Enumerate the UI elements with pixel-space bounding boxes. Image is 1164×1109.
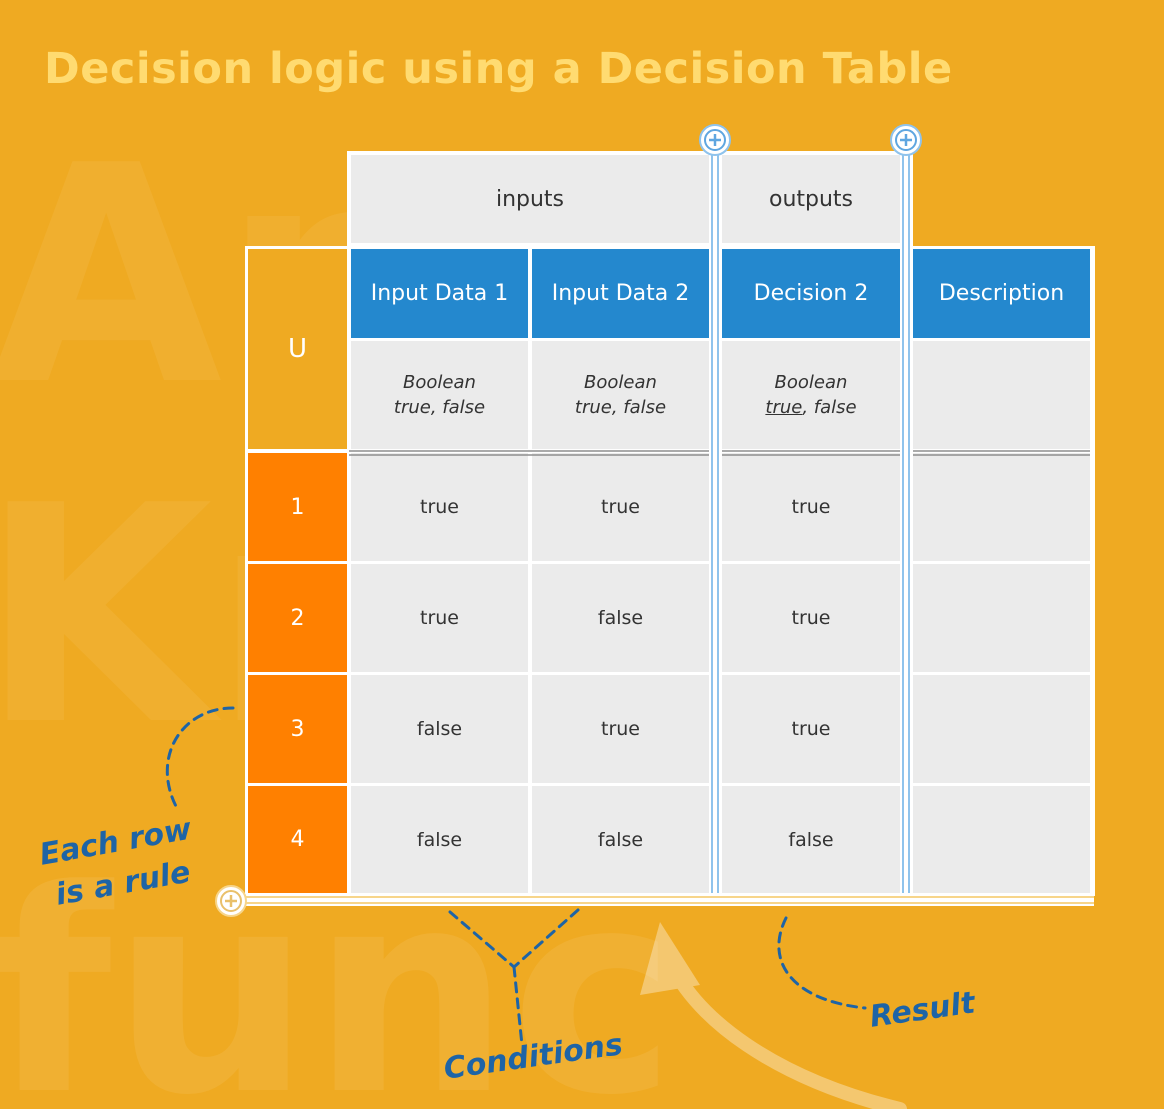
input-1-value: false (416, 718, 463, 740)
each-row-connector (165, 706, 235, 812)
output-value: true (791, 607, 831, 629)
input-2-cell[interactable]: true (532, 675, 709, 783)
output-value: true (791, 718, 831, 740)
rule-number-cell[interactable]: 1 (248, 453, 347, 561)
rule-append-line (232, 893, 1094, 906)
output-cell[interactable]: true (722, 453, 900, 561)
description-cell[interactable] (913, 564, 1090, 672)
input-1-cell[interactable]: false (351, 675, 528, 783)
type-values-rest: , false (802, 397, 857, 418)
input-output-divider (709, 150, 722, 895)
output-annotation-divider (900, 150, 913, 895)
outputs-group-header: outputs (722, 155, 900, 243)
input-2-value: true (601, 718, 640, 740)
add-rule-button[interactable] (215, 885, 247, 917)
input-2-value: true (601, 496, 640, 518)
rule-number: 3 (290, 716, 305, 742)
column-header-output[interactable]: Decision 2 (722, 249, 900, 338)
hit-policy-cell[interactable]: U (248, 249, 347, 449)
conditions-connector (448, 908, 580, 1047)
type-values: true, false (765, 395, 856, 420)
plus-icon (225, 895, 237, 907)
type-name: Boolean (774, 372, 848, 393)
type-name: Boolean (584, 372, 657, 393)
input-2-cell[interactable]: false (532, 564, 709, 672)
input-2-value: false (597, 607, 644, 629)
input-1-value: true (420, 496, 459, 518)
input-2-cell[interactable]: true (532, 453, 709, 561)
rule-number: 4 (290, 827, 305, 852)
output-cell[interactable]: true (722, 564, 900, 672)
description-cell[interactable] (913, 786, 1090, 893)
input-1-value: false (416, 828, 463, 851)
page-title: Decision logic using a Decision Table (44, 44, 953, 94)
rule-number-cell[interactable]: 2 (248, 564, 347, 672)
input-1-cell[interactable]: true (351, 453, 528, 561)
column-header-label: Input Data 2 (551, 281, 690, 306)
outputs-group-label: outputs (768, 186, 854, 212)
rule-number-cell[interactable]: 3 (248, 675, 347, 783)
add-input-column-button[interactable] (699, 124, 731, 156)
column-header-label: Description (938, 281, 1065, 306)
type-name: Boolean (403, 372, 476, 393)
output-value: true (791, 496, 831, 518)
rule-number-cell[interactable]: 4 (248, 786, 347, 893)
description-cell[interactable] (913, 453, 1090, 561)
hit-policy-label: U (287, 334, 308, 364)
add-output-column-button[interactable] (890, 124, 922, 156)
plus-icon (709, 134, 721, 146)
input-2-value: false (597, 828, 644, 851)
type-cell-description[interactable] (913, 341, 1090, 449)
inputs-group-label: inputs (495, 186, 565, 212)
rule-number: 1 (290, 494, 305, 520)
description-cell[interactable] (913, 675, 1090, 783)
type-values: true, false (393, 397, 486, 418)
input-2-cell[interactable]: false (532, 786, 709, 893)
input-1-cell[interactable]: false (351, 786, 528, 893)
output-cell[interactable]: true (722, 675, 900, 783)
column-header-input-1[interactable]: Input Data 1 (351, 249, 528, 338)
output-value: false (788, 828, 834, 851)
default-output-value: true (765, 397, 803, 418)
type-cell-input-1[interactable]: Boolean true, false (351, 341, 528, 449)
column-header-label: Decision 2 (753, 281, 869, 306)
column-header-input-2[interactable]: Input Data 2 (532, 249, 709, 338)
plus-icon (900, 134, 912, 146)
type-values: true, false (574, 397, 667, 418)
type-cell-input-2[interactable]: Boolean true, false (532, 341, 709, 449)
column-header-description[interactable]: Description (913, 249, 1090, 338)
inputs-group-header: inputs (351, 155, 709, 243)
column-header-label: Input Data 1 (370, 281, 509, 306)
result-connector (777, 916, 867, 1010)
input-1-cell[interactable]: true (351, 564, 528, 672)
input-1-value: true (420, 607, 459, 629)
rule-number: 2 (290, 605, 305, 631)
type-cell-output[interactable]: Boolean true, false (722, 341, 900, 449)
swoosh-arrow-decoration (640, 922, 907, 1109)
output-cell[interactable]: false (722, 786, 900, 893)
